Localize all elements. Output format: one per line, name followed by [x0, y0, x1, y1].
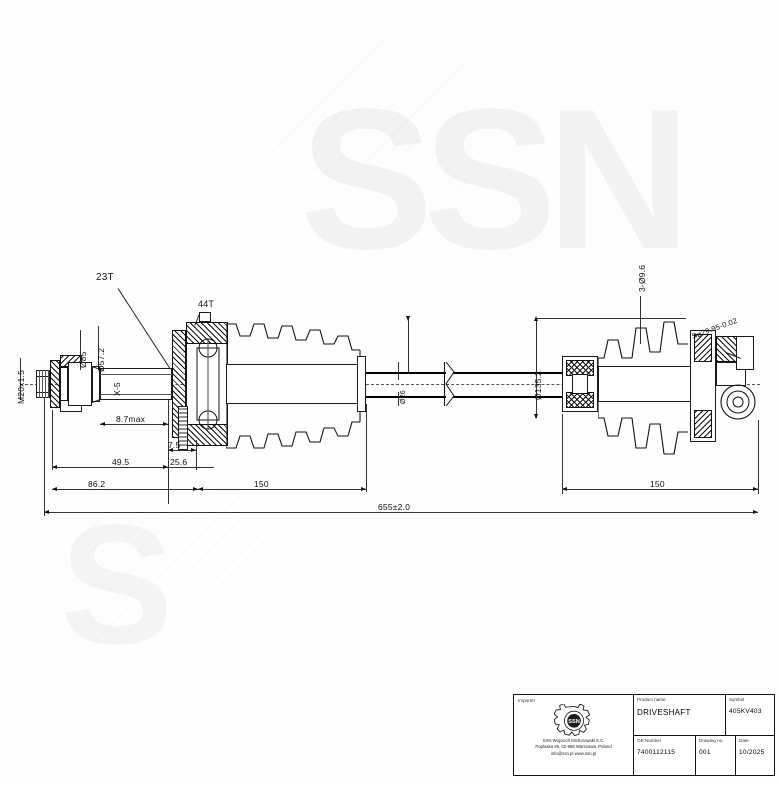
ball-stud-right	[716, 336, 738, 362]
symbol-value: 405KV403	[729, 707, 762, 715]
dim-49-5: 49.5	[112, 457, 130, 467]
importer-name: SSN Wojciech Michorowski S.C.	[542, 738, 605, 743]
dim-x5: X-5	[112, 382, 122, 396]
oe-number-value: 7400112115	[637, 748, 676, 756]
title-block: Importer SSN SSN Wojciech Michorowski S.…	[513, 694, 775, 776]
label-23t: 23T	[96, 272, 114, 283]
dim-shaft-mid: Ø26	[400, 390, 407, 404]
drawing-number-cell: Drawing no. 001	[696, 735, 736, 775]
dim-3-holes: 3-Ø9.6	[637, 264, 647, 292]
dim-86-2: 86.2	[88, 479, 106, 489]
boot-clamp-small-left	[357, 356, 366, 412]
axis-centerline	[20, 384, 760, 385]
dim-dia-135-2: Ø135.2	[533, 370, 543, 400]
watermark-brand-text-secondary: S	[60, 490, 173, 680]
importer-address-line2: info@ssn.pl www.ssn.pl	[550, 750, 597, 756]
dim-8-7-max: 8.7max	[116, 414, 146, 424]
watermark-brand-text: SSN	[300, 68, 691, 291]
drawing-number-label: Drawing no.	[699, 737, 724, 743]
dim-25-6: 25.6	[170, 457, 188, 467]
shaft-collar	[60, 366, 68, 402]
product-name-value: DRIVESHAFT	[637, 707, 691, 717]
drawing-number-value: 001	[699, 748, 711, 756]
oe-number-cell: OE Number 7400112115	[634, 735, 696, 775]
gear-logo-icon: SSN	[553, 704, 590, 736]
dim-dia-57-2: Ø57.2	[96, 347, 106, 372]
product-name-label: Product name	[637, 697, 666, 702]
dim-thread: M20x1.5	[16, 369, 26, 404]
symbol-label: Symbol	[729, 697, 745, 702]
shaft-under-boot-left	[226, 364, 366, 404]
dim-overall-length: 655±2.0	[378, 502, 411, 512]
cv-ball-right	[720, 384, 756, 420]
product-name-cell: Product name DRIVESHAFT	[634, 695, 726, 735]
symbol-cell: Symbol 405KV403	[726, 695, 774, 735]
dim-150-left: 150	[254, 479, 269, 489]
svg-text:SSN: SSN	[568, 719, 580, 725]
importer-address-line1: Poplaska 95, 02-896 Warszawa, Poland	[535, 744, 612, 750]
dim-150-right: 150	[650, 479, 665, 489]
dim-7-5: 7.5	[168, 440, 181, 450]
abs-tone-ring-44t	[178, 406, 188, 450]
oe-number-label: OE Number	[637, 737, 662, 743]
abs-ring-teeth-icon	[178, 408, 188, 446]
cv-ball-cage-left	[196, 338, 220, 430]
date-cell: Date 10/2025	[736, 736, 774, 775]
label-44t: 44T	[198, 299, 215, 309]
shaft-break-symbol	[445, 362, 455, 406]
date-value: 10/2025	[739, 748, 765, 756]
shaft-under-boot-right	[598, 366, 694, 402]
drawing-sheet: SSN S	[16, 20, 775, 776]
inner-spline-23t	[100, 368, 172, 400]
importer-label: Importer	[518, 698, 536, 703]
clamp-band-left	[199, 312, 211, 322]
cv-boot-right	[598, 321, 688, 455]
importer-cell: Importer SSN SSN Wojciech Michorowski S.…	[514, 695, 634, 775]
watermark-gear-icon-secondary	[61, 476, 275, 698]
dim-dia-85: Ø85	[78, 351, 88, 368]
date-label: Date	[739, 737, 749, 743]
